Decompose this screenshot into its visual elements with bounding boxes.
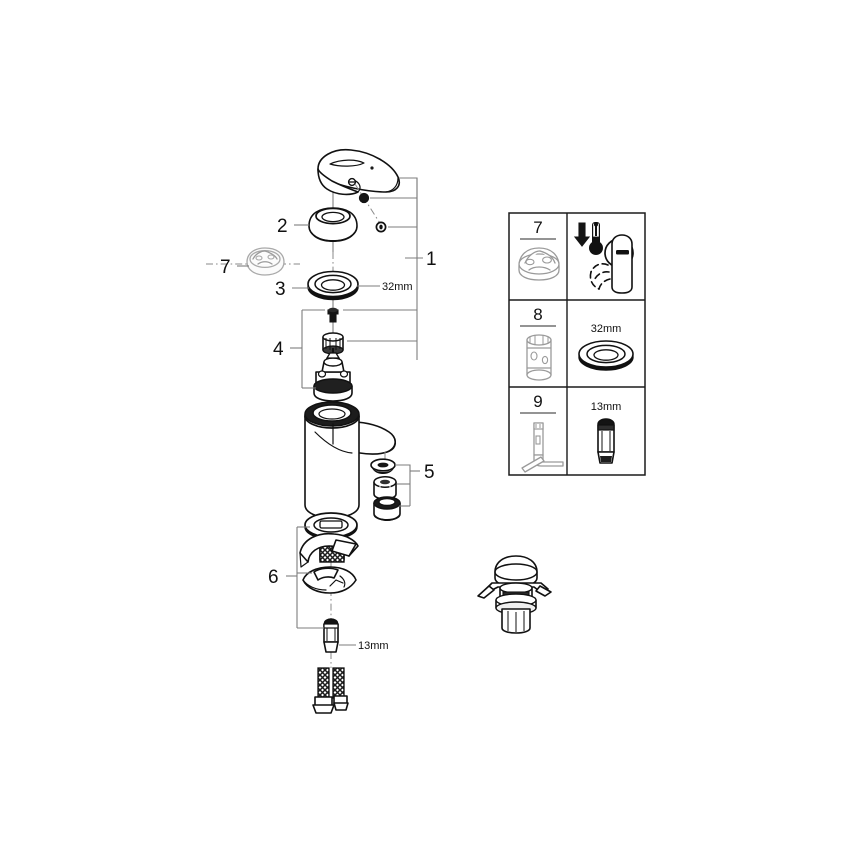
thermometer-icon (589, 222, 603, 255)
cap-nut-32mm (307, 270, 359, 301)
handle-dome-cap (308, 207, 358, 242)
pop-up-waste-drain (477, 555, 552, 634)
temperature-indicator-cap (246, 247, 285, 276)
instruction-panel: 7 (508, 212, 646, 476)
panel-number-8: 8 (533, 305, 542, 324)
mounting-stud-13mm (323, 618, 339, 653)
callout-2: 2 (277, 216, 288, 237)
cartridge-screw (327, 307, 339, 323)
upper-mounting-bracket (299, 532, 359, 568)
panel-cell-7: 7 (518, 218, 560, 281)
handle-fastener-axis (354, 183, 387, 233)
callout-1: 1 (426, 249, 437, 270)
callout-4: 4 (273, 339, 284, 360)
panel-number-7: 7 (533, 218, 542, 237)
callout-3: 3 (275, 279, 286, 300)
panel-cell-8: 8 (520, 305, 556, 381)
panel-cell-temperature-instruction (573, 222, 634, 294)
leader-lines (237, 177, 423, 646)
flexible-supply-hoses (312, 667, 349, 714)
panel-dimension-32mm: 32mm (591, 323, 622, 335)
lever-handle-rotation-icon (589, 234, 634, 294)
screw-cap-plug (375, 221, 387, 233)
dimension-labels: 32mm 13mm (358, 281, 413, 652)
callout-labels: 1 2 3 4 5 6 7 (220, 216, 437, 588)
faucet-body-spout (304, 401, 397, 563)
panel-cell-9: 9 (520, 392, 564, 473)
down-arrow-icon (573, 222, 591, 247)
panel-cell-13mm: 13mm (591, 401, 622, 464)
callout-7: 7 (220, 257, 231, 278)
lower-mounting-bracket (302, 566, 357, 594)
lever-handle (317, 148, 401, 196)
base-seal-ring (304, 512, 358, 540)
callout-6: 6 (268, 567, 279, 588)
aerator-washer (370, 458, 396, 474)
ceramic-cartridge (313, 348, 353, 402)
panel-number-9: 9 (533, 392, 542, 411)
panel-dimension-13mm: 13mm (591, 401, 622, 413)
aerator-housing (373, 496, 401, 521)
dimension-13mm: 13mm (358, 640, 389, 652)
mounting-hardware-group (299, 512, 359, 653)
cartridge-group (313, 307, 353, 402)
dimension-32mm: 32mm (382, 281, 413, 293)
panel-cell-32mm: 32mm (578, 323, 634, 371)
grub-screw (358, 192, 370, 204)
aerator-group (370, 452, 401, 521)
aerator-insert (373, 476, 397, 500)
callout-5: 5 (424, 462, 435, 483)
